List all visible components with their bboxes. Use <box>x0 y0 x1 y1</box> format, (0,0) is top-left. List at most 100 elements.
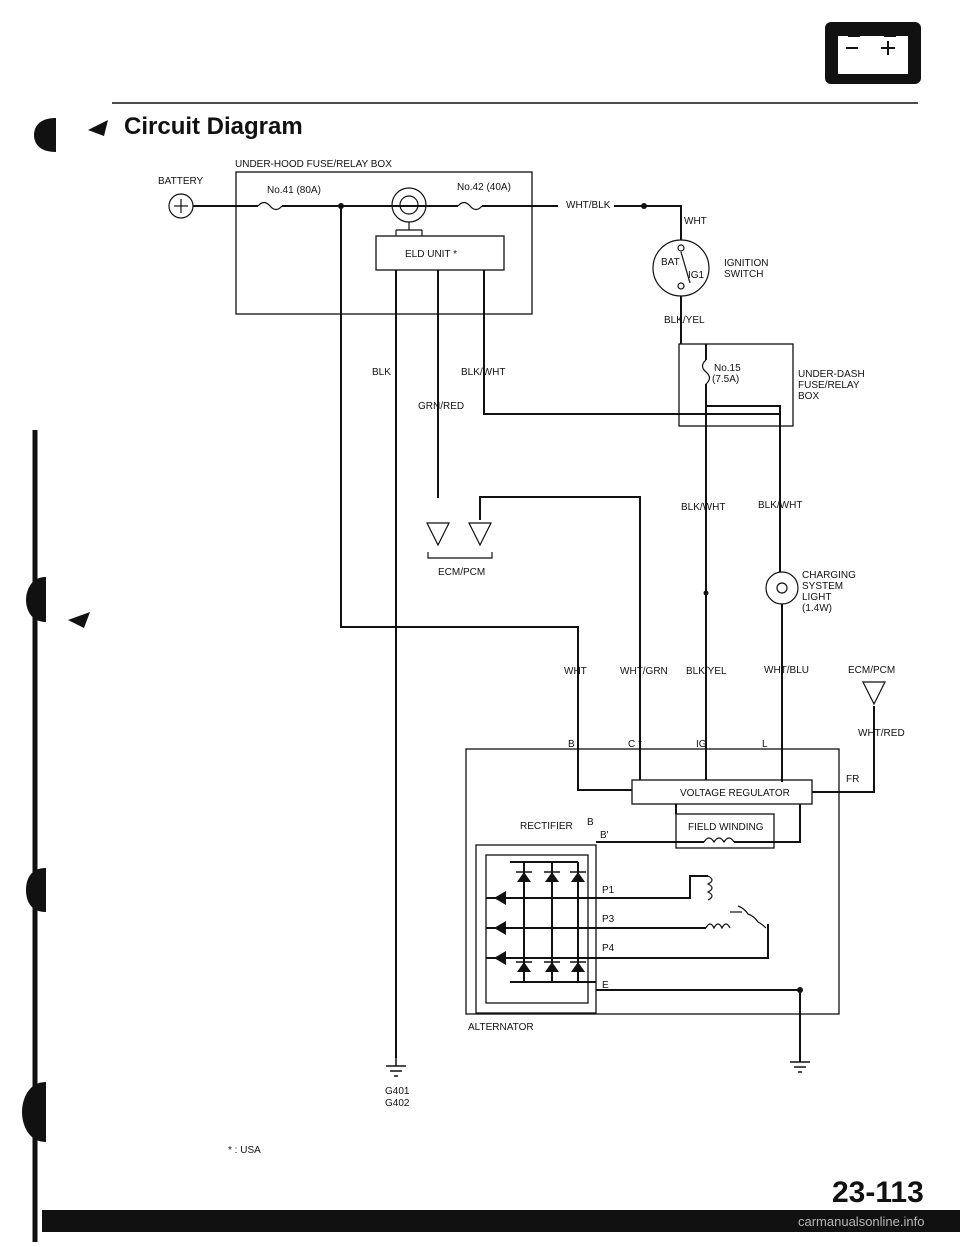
ignition-label-2: SWITCH <box>724 269 763 280</box>
ignition-switch-blade <box>680 251 691 284</box>
footnote: * : USA <box>228 1145 261 1156</box>
terminal-l-label: L <box>762 739 768 750</box>
rectifier-b-label: B <box>587 817 594 828</box>
margin-arrow-mid <box>68 612 90 628</box>
rectifier-diodes <box>494 871 586 972</box>
battery-label: BATTERY <box>158 176 204 187</box>
eld-unit-box <box>375 235 505 271</box>
wire-reg-b <box>577 720 632 791</box>
wire-junction <box>703 590 709 596</box>
voltage-regulator-label: VOLTAGE REGULATOR <box>680 788 790 799</box>
ignition-bat-label: BAT <box>661 257 680 268</box>
under-dash-label-3: BOX <box>798 391 819 402</box>
margin-arrow-top <box>88 120 108 136</box>
fuse-15-label-2: (7.5A) <box>712 374 739 385</box>
wire-wht-blk-label: WHT/BLK <box>566 200 611 211</box>
field-winding-label: FIELD WINDING <box>688 822 764 833</box>
page-title: Circuit Diagram <box>124 113 303 140</box>
under-dash-fuse-relay-box <box>678 343 794 427</box>
wire-dash-bus <box>705 384 781 414</box>
wire-wht-red-label: WHT/RED <box>858 728 905 739</box>
rectifier-p3-label: P3 <box>602 914 615 925</box>
rectifier-phase-1 <box>486 875 708 899</box>
under-hood-box-label: UNDER-HOOD FUSE/RELAY BOX <box>235 159 392 170</box>
wire-wht-grn-label: WHT/GRN <box>620 666 668 677</box>
battery-icon <box>825 22 921 84</box>
margin-mark-top <box>34 118 56 152</box>
field-winding-coil <box>703 837 735 844</box>
fuse-15-symbol <box>701 359 711 385</box>
splice-point <box>641 203 647 209</box>
ground-g402-label: G402 <box>385 1098 410 1109</box>
charging-light-symbol <box>765 571 799 605</box>
wire-to-ignition <box>614 205 682 240</box>
rectifier-label: RECTIFIER <box>520 821 573 832</box>
wire-wht-label: WHT <box>564 666 587 677</box>
ecm-left-bracket <box>427 552 493 559</box>
ecm-right-label: ECM/PCM <box>848 665 895 676</box>
under-hood-fuse-relay-box <box>235 171 533 315</box>
under-dash-label-2: FUSE/RELAY <box>798 380 860 391</box>
ignition-bat-contact <box>677 244 685 252</box>
ignition-switch-symbol <box>652 239 710 297</box>
eld-unit-label: ELD UNIT * <box>405 249 457 260</box>
under-dash-label-1: UNDER-DASH <box>798 369 865 380</box>
eld-ring-terminal <box>391 187 427 230</box>
footer-bar <box>42 1210 960 1232</box>
fuse-15-label-1: No.15 <box>714 363 741 374</box>
ignition-wht-label: WHT <box>684 216 707 227</box>
charging-light-label-2: SYSTEM <box>802 581 843 592</box>
battery-symbol <box>168 193 194 219</box>
terminal-fr-label: FR <box>846 774 859 785</box>
wire-field <box>596 804 801 843</box>
alternator-label: ALTERNATOR <box>468 1022 534 1033</box>
ignition-ig1-contact <box>677 282 685 290</box>
margin-mark-bottom-2 <box>22 1082 46 1142</box>
rectifier-p1-label: P1 <box>602 885 615 896</box>
ecm-left-arrows <box>426 522 492 547</box>
watermark: carmanualsonline.info <box>798 1214 924 1229</box>
ground-symbol-right <box>790 1061 810 1073</box>
wire-blk-wht-eld <box>483 270 781 464</box>
wire-blk-label: BLK <box>372 367 391 378</box>
wire-grn-red-label: GRN/RED <box>418 401 464 412</box>
ecm-left-label: ECM/PCM <box>438 567 485 578</box>
charging-light-filament <box>776 582 788 594</box>
wire-wht-battery <box>340 206 579 720</box>
ground-junction <box>797 987 803 993</box>
ground-symbol-left <box>386 1058 406 1077</box>
fuse-42-symbol <box>457 201 483 211</box>
ignition-blk-yel-label: BLK/YEL <box>664 315 705 326</box>
charging-light-label-4: (1.4W) <box>802 603 832 614</box>
rectifier-b2-label: B' <box>600 830 609 841</box>
margin-mark-mid <box>26 577 46 622</box>
rectifier-bottom-rail <box>510 981 800 991</box>
page-number: 23-113 <box>832 1176 924 1209</box>
field-winding-box <box>675 813 775 849</box>
charging-light-label-1: CHARGING <box>802 570 856 581</box>
ecm-right-arrow <box>862 681 886 706</box>
voltage-regulator-box <box>631 779 813 805</box>
terminal-b-label: B <box>568 739 575 750</box>
fuse-41-label: No.41 (80A) <box>267 185 321 196</box>
rectifier-phase-3 <box>486 924 769 959</box>
alternator-box <box>465 748 840 1015</box>
ignition-ig1-label: IG1 <box>688 270 705 281</box>
stator-windings <box>705 875 767 930</box>
wire-ecm-link <box>479 496 641 720</box>
terminal-c-label: C * <box>628 739 642 750</box>
ground-g401-label: G401 <box>385 1086 410 1097</box>
fuse-41-symbol <box>257 201 283 211</box>
rectifier-e-label: E <box>602 980 609 991</box>
wire-blk-wht-left-label: BLK/WHT <box>681 502 725 513</box>
wire-blk-yel-label: BLK/YEL <box>686 666 727 677</box>
wire-wht-red <box>812 706 875 793</box>
charging-light-label-3: LIGHT <box>802 592 831 603</box>
wire-wht-blu-label: WHT/BLU <box>764 665 809 676</box>
wire-blk-wht-eld-label: BLK/WHT <box>461 367 505 378</box>
terminal-ig-label: IG <box>696 739 707 750</box>
rectifier-p4-label: P4 <box>602 943 615 954</box>
ignition-label-1: IGNITION <box>724 258 768 269</box>
margin-mark-bottom <box>26 868 46 912</box>
